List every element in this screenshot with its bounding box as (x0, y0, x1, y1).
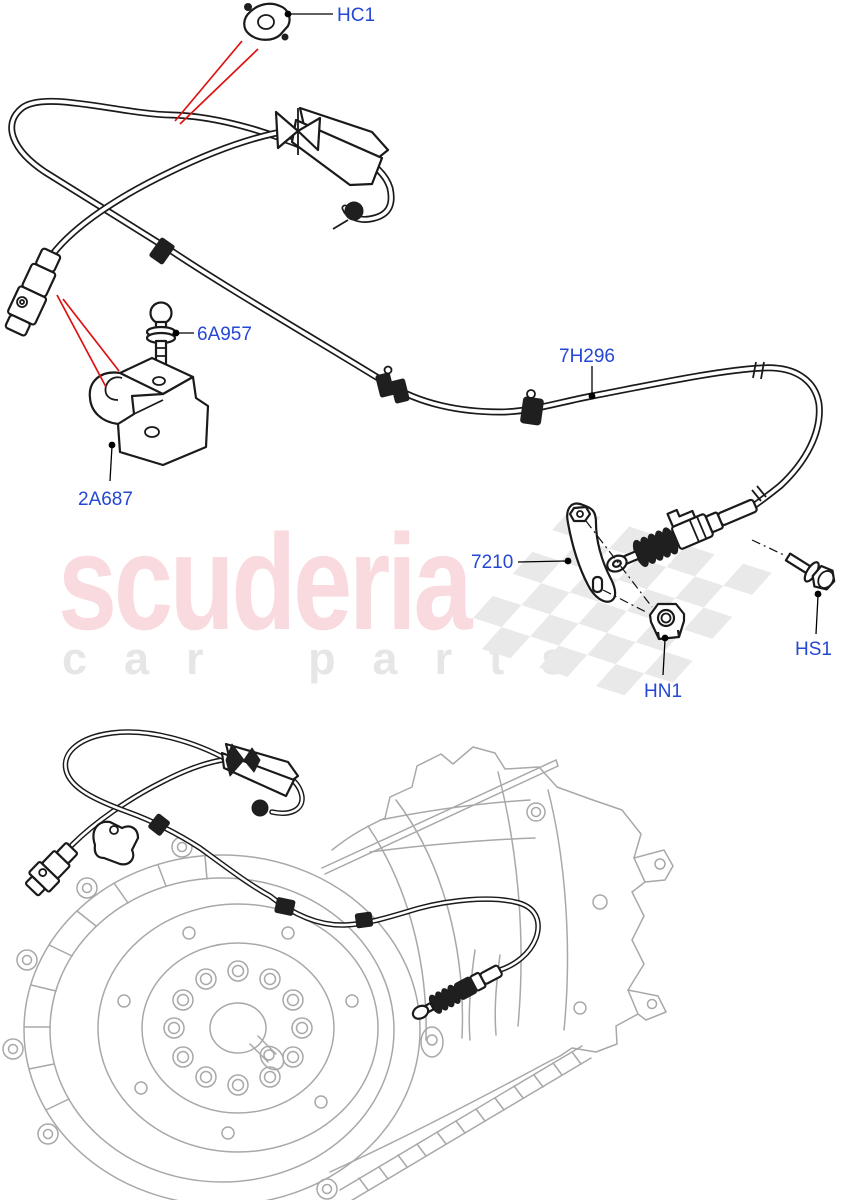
cable-clip (520, 389, 544, 426)
cable-end-connector (24, 842, 79, 897)
cable-end-connector (4, 247, 62, 337)
mounting-bracket (92, 820, 140, 866)
cable-clip (354, 911, 374, 929)
cable-clip (149, 237, 175, 265)
red-pointer-lines (56, 40, 259, 388)
part-link-2a687[interactable]: 2A687 (78, 489, 133, 510)
part-link-6a957[interactable]: 6A957 (197, 324, 252, 345)
assembly-axis (751, 539, 787, 557)
callout-7h296: 7H296 (559, 346, 615, 400)
installed-cable-drawing (24, 729, 541, 1020)
flange-bolt-ears (2, 836, 338, 1200)
cable-clip (332, 201, 364, 230)
cable-adjuster-end (411, 964, 503, 1020)
oil-pan-rail (329, 1045, 592, 1200)
callout-7210: 7210 (471, 552, 572, 573)
lever-bracket-part (566, 502, 617, 603)
hex-nut-part (648, 602, 686, 641)
assembly-axis (602, 589, 649, 614)
foam-sleeve (274, 106, 390, 187)
foam-sleeve (220, 742, 300, 798)
part-link-7210[interactable]: 7210 (471, 552, 513, 573)
bell-housing-inner-flange (49, 877, 395, 1183)
part-link-hc1[interactable]: HC1 (337, 5, 375, 26)
cable-clip (251, 799, 269, 817)
crankshaft-hub (209, 1002, 285, 1071)
cable-adjuster-end (606, 498, 758, 573)
flex-plate (97, 903, 379, 1153)
transmission-drawing (2, 746, 674, 1200)
callout-hn1: HN1 (644, 634, 682, 702)
flange-segments (23, 855, 208, 1111)
cable-assembly-drawing (4, 2, 836, 641)
abutment-bracket-part (88, 356, 210, 467)
part-link-7h296[interactable]: 7H296 (559, 346, 615, 367)
retainer-clip-part (243, 2, 291, 41)
part-link-hs1[interactable]: HS1 (795, 639, 832, 660)
cable-clip (274, 897, 296, 916)
callout-hc1: HC1 (284, 5, 375, 26)
flange-bolt-part (784, 552, 836, 591)
callout-hs1: HS1 (795, 590, 832, 660)
assembly-axis (585, 520, 653, 608)
selector-rod (321, 759, 559, 875)
callout-6a957: 6A957 (172, 324, 252, 345)
bell-housing-outer-flange (23, 854, 421, 1200)
cable-clip (148, 813, 170, 836)
cable-double-clip (375, 365, 410, 404)
part-link-hn1[interactable]: HN1 (644, 681, 682, 702)
callout-2a687: 2A687 (78, 441, 133, 510)
gearbox-housing (331, 746, 674, 1058)
